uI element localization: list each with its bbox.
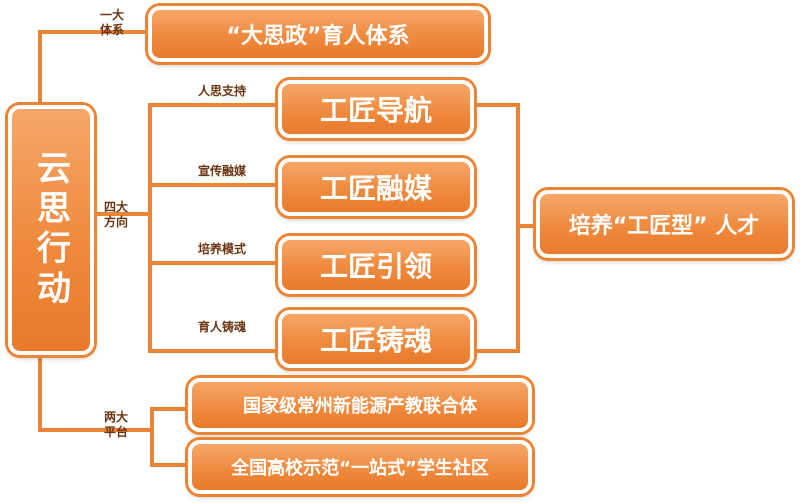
- connector: [38, 30, 148, 34]
- main-box: 云思行动: [8, 105, 94, 355]
- middle-box: 工匠铸魂: [278, 310, 474, 368]
- connector: [516, 224, 538, 228]
- main-title: 云思行动: [30, 150, 71, 310]
- middle-tag: 培养模式: [197, 242, 246, 256]
- bottom-box: 全国高校示范“一站式”学生社区: [188, 440, 532, 494]
- connector: [38, 428, 154, 432]
- middle-label: 四大 方向: [103, 200, 128, 229]
- middle-tag: 育人铸魂: [197, 320, 246, 334]
- connector: [516, 103, 520, 353]
- connector: [38, 352, 42, 432]
- middle-box: 工匠导航: [278, 80, 474, 138]
- middle-tag: 宣传融媒: [197, 164, 246, 178]
- middle-box: 工匠引领: [278, 236, 474, 294]
- connector: [148, 103, 278, 107]
- connector: [92, 212, 152, 216]
- bottom-label: 两大 平台: [103, 410, 128, 439]
- middle-box: 工匠融媒: [278, 158, 474, 216]
- connector: [38, 30, 42, 110]
- top-label: 一大 体系: [99, 8, 124, 37]
- top-box: “大思政”育人体系: [148, 6, 488, 62]
- connector: [150, 463, 190, 467]
- middle-tag: 人思支持: [197, 84, 246, 98]
- connector: [470, 349, 520, 353]
- connector: [470, 103, 520, 107]
- result-box: 培养“工匠型” 人才: [536, 190, 792, 258]
- bottom-box: 国家级常州新能源产教联合体: [188, 378, 532, 432]
- connector: [148, 183, 278, 187]
- connector: [148, 349, 278, 353]
- connector: [148, 103, 152, 353]
- connector: [150, 407, 190, 411]
- connector: [150, 407, 154, 467]
- connector: [148, 261, 278, 265]
